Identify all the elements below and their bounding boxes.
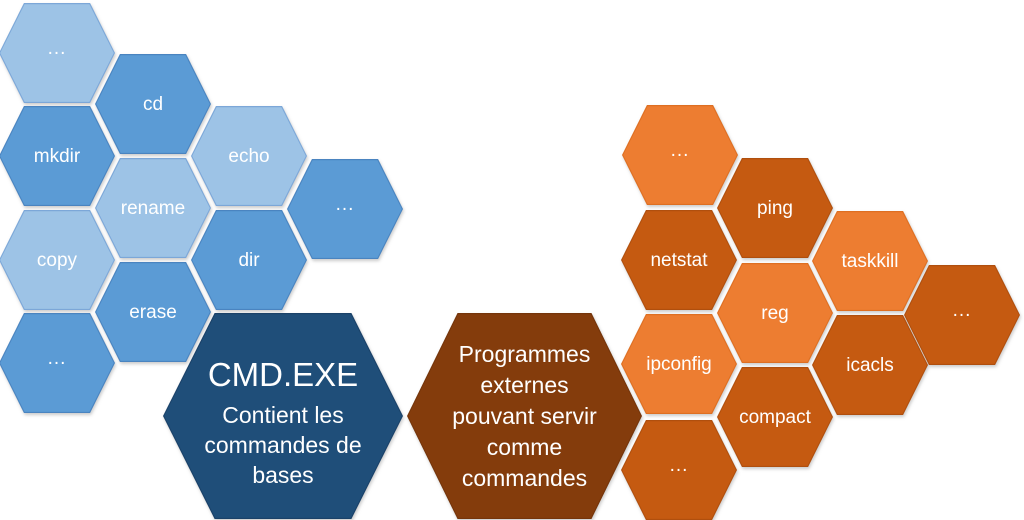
hex-mkdir: mkdir [0, 106, 115, 206]
hex-label: ... [47, 347, 67, 369]
external-programs-line: commandes [461, 464, 588, 491]
hex-cmd-ellipsis-top: ... [0, 3, 115, 103]
hex-label: dir [238, 249, 260, 271]
cmd-exe-hexagon: CMD.EXE Contient les commandes de bases [163, 313, 403, 519]
hex-icacls: icacls [812, 315, 928, 415]
hex-rename: rename [95, 158, 211, 258]
cmd-exe-title: CMD.EXE [207, 355, 359, 393]
hex-netstat: netstat [621, 210, 737, 310]
external-programs-line: Programmes [458, 340, 591, 367]
hex-label: ... [669, 454, 689, 476]
hex-label: mkdir [33, 145, 81, 167]
hex-erase: erase [95, 262, 211, 362]
hex-cmd-ellipsis-bottom: ... [0, 313, 115, 413]
hex-label: rename [120, 197, 186, 219]
hex-cmd-ellipsis-right: ... [287, 159, 403, 259]
hex-label: taskkill [841, 250, 899, 272]
hex-label: ipconfig [646, 353, 712, 375]
hex-label: ping [757, 197, 793, 219]
hex-ping: ping [717, 158, 833, 258]
hex-label: echo [228, 145, 270, 167]
hex-label: ... [952, 299, 972, 321]
external-programs-line: pouvant servir [452, 402, 597, 429]
cmd-exe-description-line: commandes de [204, 431, 362, 458]
hex-label: cd [142, 93, 164, 115]
hex-label: ... [670, 139, 690, 161]
external-programs-line: externes [480, 371, 569, 398]
hex-label: compact [739, 406, 811, 428]
cmd-exe-description-line: bases [252, 461, 314, 488]
hex-reg: reg [717, 263, 833, 363]
hex-label: copy [36, 249, 78, 271]
hex-ipconfig: ipconfig [621, 314, 737, 414]
hex-label: reg [761, 302, 789, 324]
hex-compact: compact [717, 367, 833, 467]
hex-copy: copy [0, 210, 115, 310]
hex-echo: echo [191, 106, 307, 206]
hex-label: netstat [650, 249, 708, 271]
cmd-exe-description-line: Contient les [222, 401, 344, 428]
hex-ext-ellipsis-bottom: ... [621, 420, 737, 520]
hex-cd: cd [95, 54, 211, 154]
hex-label: erase [129, 301, 177, 323]
hex-ext-ellipsis-right: ... [904, 265, 1020, 365]
hex-label: ... [335, 193, 355, 215]
hex-ext-ellipsis-top: ... [622, 105, 738, 205]
hex-dir: dir [191, 210, 307, 310]
external-programs-hexagon: Programmes externes pouvant servir comme… [407, 313, 642, 519]
hex-label: ... [47, 37, 67, 59]
external-programs-line: comme [486, 433, 563, 460]
hex-label: icacls [846, 354, 894, 376]
hex-taskkill: taskkill [812, 211, 928, 311]
